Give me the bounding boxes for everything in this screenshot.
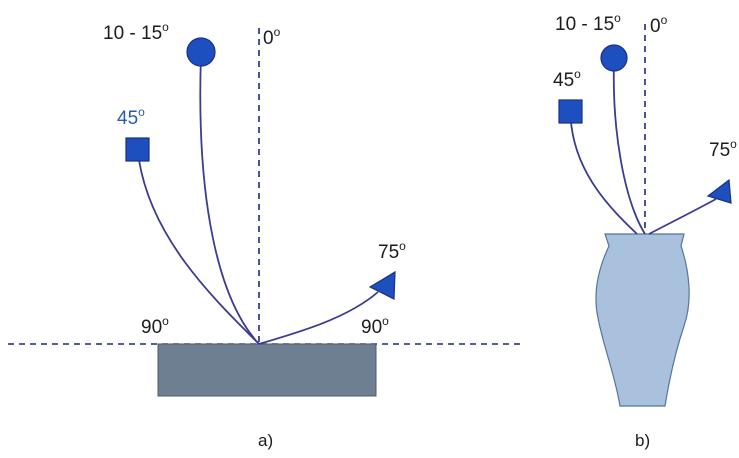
square-flower-icon bbox=[125, 137, 150, 162]
label-0-degree: 0o bbox=[263, 25, 281, 49]
flat-container bbox=[157, 343, 377, 397]
triangle-flower-icon bbox=[368, 270, 396, 300]
label-75-degree: 75o bbox=[378, 239, 406, 263]
stem-75-degree bbox=[258, 291, 379, 345]
caption-b: b) bbox=[635, 431, 650, 450]
vase-label-10-15-degree: 10 - 15o bbox=[555, 11, 621, 35]
vase-label-0-degree: 0o bbox=[650, 13, 668, 37]
label-45-degree: 45o bbox=[117, 105, 145, 129]
label-90-degree-left: 90o bbox=[141, 314, 169, 338]
stem-10-15-degree bbox=[199, 54, 260, 345]
caption-a: a) bbox=[258, 431, 273, 450]
vase-square-flower-icon bbox=[558, 99, 583, 124]
label-10-15-degree: 10 - 15o bbox=[103, 20, 169, 44]
vase-circle-flower-icon bbox=[600, 44, 628, 72]
label-90-degree-right: 90o bbox=[361, 314, 389, 338]
circle-flower-icon bbox=[186, 37, 216, 67]
vase bbox=[595, 233, 690, 407]
diagram-a: 10 - 15o 0o 45o 75o 90o 90o a) bbox=[8, 20, 522, 450]
vase-stem-75-degree bbox=[648, 198, 717, 235]
diagram-b: 10 - 15o 0o 45o 75o b) bbox=[553, 11, 737, 450]
vase-label-45-degree: 45o bbox=[553, 67, 581, 91]
vase-stem-45-degree bbox=[570, 121, 638, 235]
vase-triangle-flower-icon bbox=[706, 178, 732, 204]
vase-stem-10-15-degree bbox=[612, 61, 646, 235]
vase-label-75-degree: 75o bbox=[709, 137, 737, 161]
stem-45-degree bbox=[138, 159, 260, 345]
